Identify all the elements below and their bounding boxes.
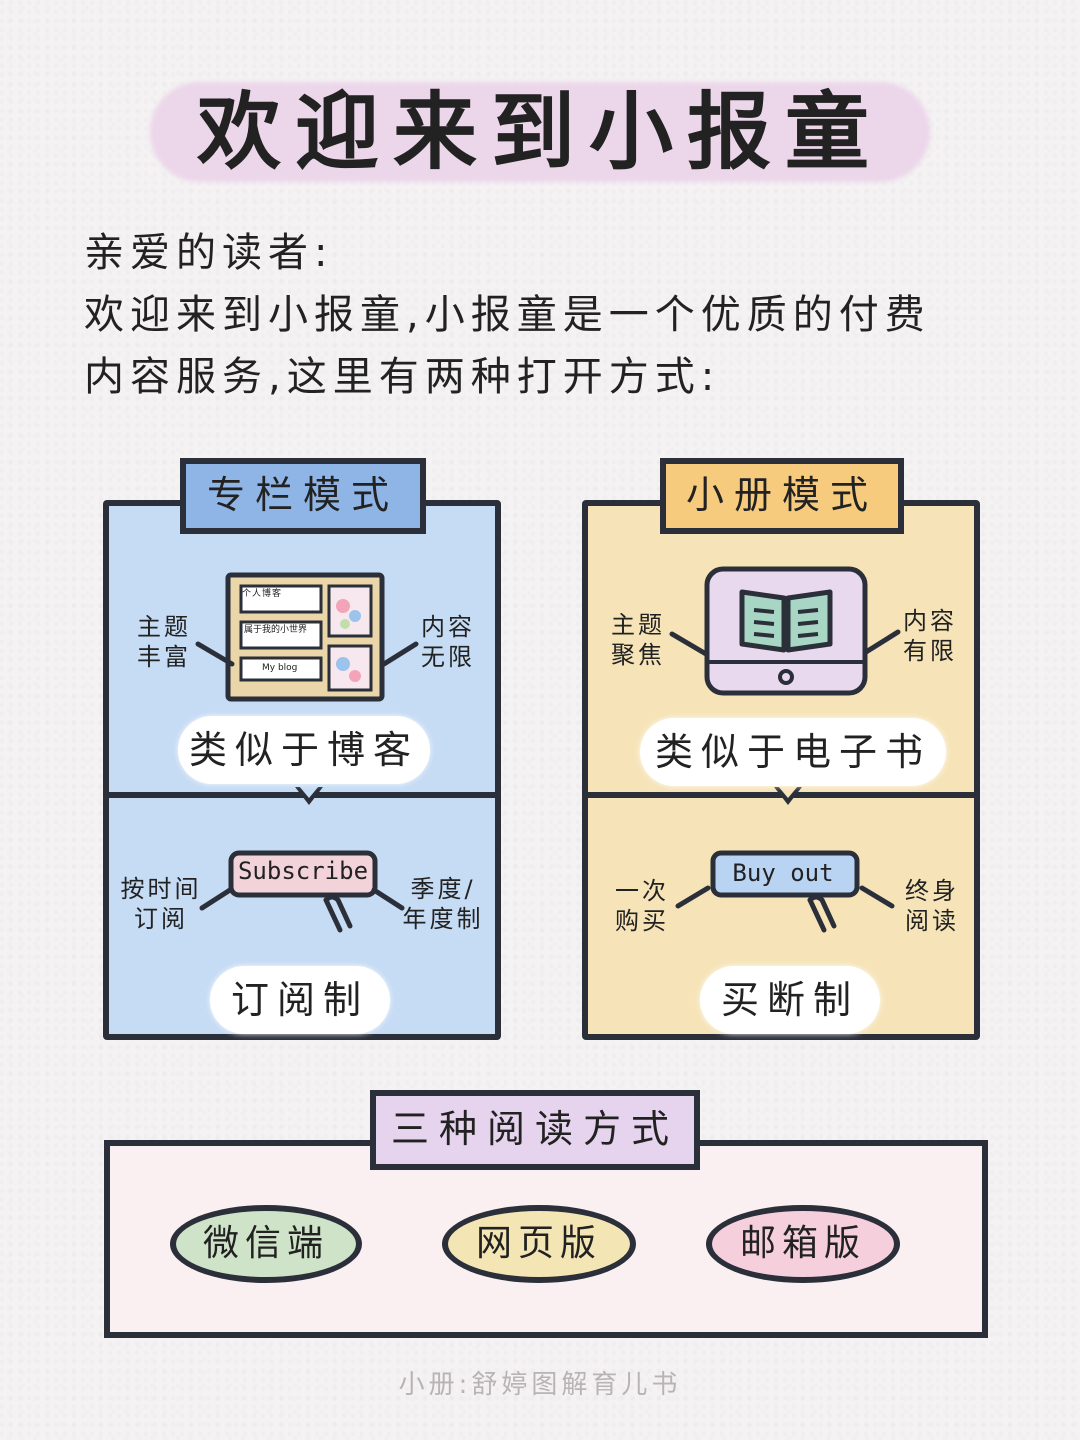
note-lifetime-reading: 终身阅读	[905, 877, 959, 935]
title-area: 欢迎来到小报童	[150, 72, 930, 192]
title-highlight	[150, 82, 930, 182]
pointer-line	[371, 887, 405, 911]
column-mode-tab: 专栏模式	[180, 458, 426, 534]
intro-line: 内容服务,这里有两种打开方式:	[84, 354, 721, 400]
buyout-button-label: Buy out	[732, 859, 834, 887]
intro-line: 欢迎来到小报童,小报童是一个优质的付费	[84, 292, 931, 338]
page-title: 欢迎来到小报童	[196, 83, 883, 181]
wechat-option: 微信端	[170, 1205, 362, 1283]
intro-text: 亲爱的读者: 欢迎来到小报童,小报童是一个优质的付费 内容服务,这里有两种打开方…	[84, 222, 1014, 408]
intro-line: 亲爱的读者:	[84, 230, 334, 276]
pointer-line	[675, 885, 711, 909]
pointer-line	[669, 631, 709, 657]
note-content-limited: 内容有限	[903, 607, 957, 665]
board-label: 个人博客	[242, 589, 283, 599]
pointer-line	[381, 641, 419, 667]
note-time-subscribe: 按时间订阅	[120, 875, 202, 933]
blog-board-icon	[225, 572, 385, 702]
pointer-line	[863, 629, 901, 655]
note-theme-rich: 主题丰富	[137, 613, 191, 671]
subscription-pill: 订阅制	[210, 966, 390, 1034]
ebook-like-pill: 类似于电子书	[640, 718, 946, 786]
note-theme-focus: 主题聚焦	[611, 611, 665, 669]
email-option: 邮箱版	[706, 1205, 900, 1283]
buyout-button-illustration	[710, 850, 860, 933]
divider-notch-fill	[778, 786, 798, 798]
board-label: My blog	[262, 663, 298, 673]
pointer-line	[859, 885, 895, 909]
note-content-unlimited: 内容无限	[421, 613, 475, 671]
web-option: 网页版	[442, 1205, 636, 1283]
ebook-tablet-icon	[704, 566, 868, 696]
pointer-line	[195, 641, 235, 667]
booklet-mode-tab: 小册模式	[660, 458, 904, 534]
reading-modes-tab: 三种阅读方式	[370, 1090, 700, 1170]
divider-notch-fill	[299, 786, 319, 798]
note-one-purchase: 一次购买	[615, 877, 669, 935]
note-season-year: 季度/年度制	[402, 875, 484, 933]
pointer-line	[199, 887, 233, 911]
footer-watermark: 小册:舒婷图解育儿书	[398, 1370, 682, 1400]
blog-like-pill: 类似于博客	[178, 716, 430, 784]
board-label: 属于我的小世界	[244, 625, 308, 635]
subscribe-button-illustration	[228, 850, 378, 933]
buyout-pill: 买断制	[700, 966, 880, 1034]
subscribe-button-label: Subscribe	[237, 857, 369, 885]
